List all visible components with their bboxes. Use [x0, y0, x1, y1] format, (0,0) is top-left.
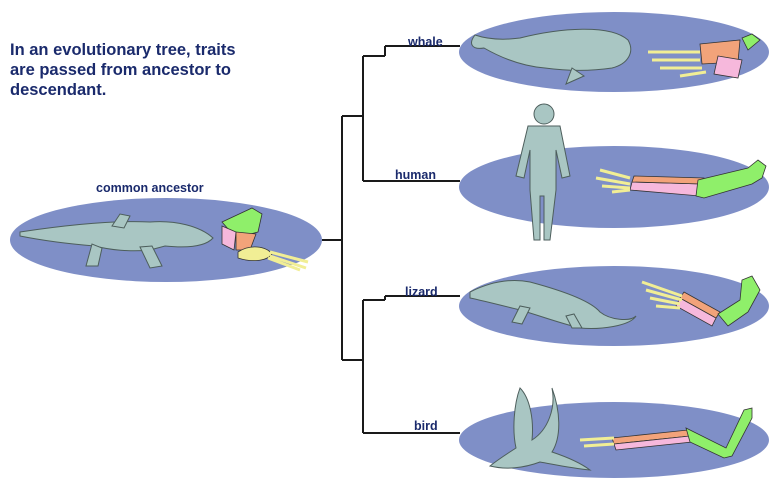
tree-branches	[322, 46, 460, 433]
label-common-ancestor: common ancestor	[96, 181, 204, 195]
label-bird: bird	[414, 419, 438, 433]
label-human: human	[395, 168, 436, 182]
label-whale: whale	[408, 35, 443, 49]
label-lizard: lizard	[405, 285, 438, 299]
